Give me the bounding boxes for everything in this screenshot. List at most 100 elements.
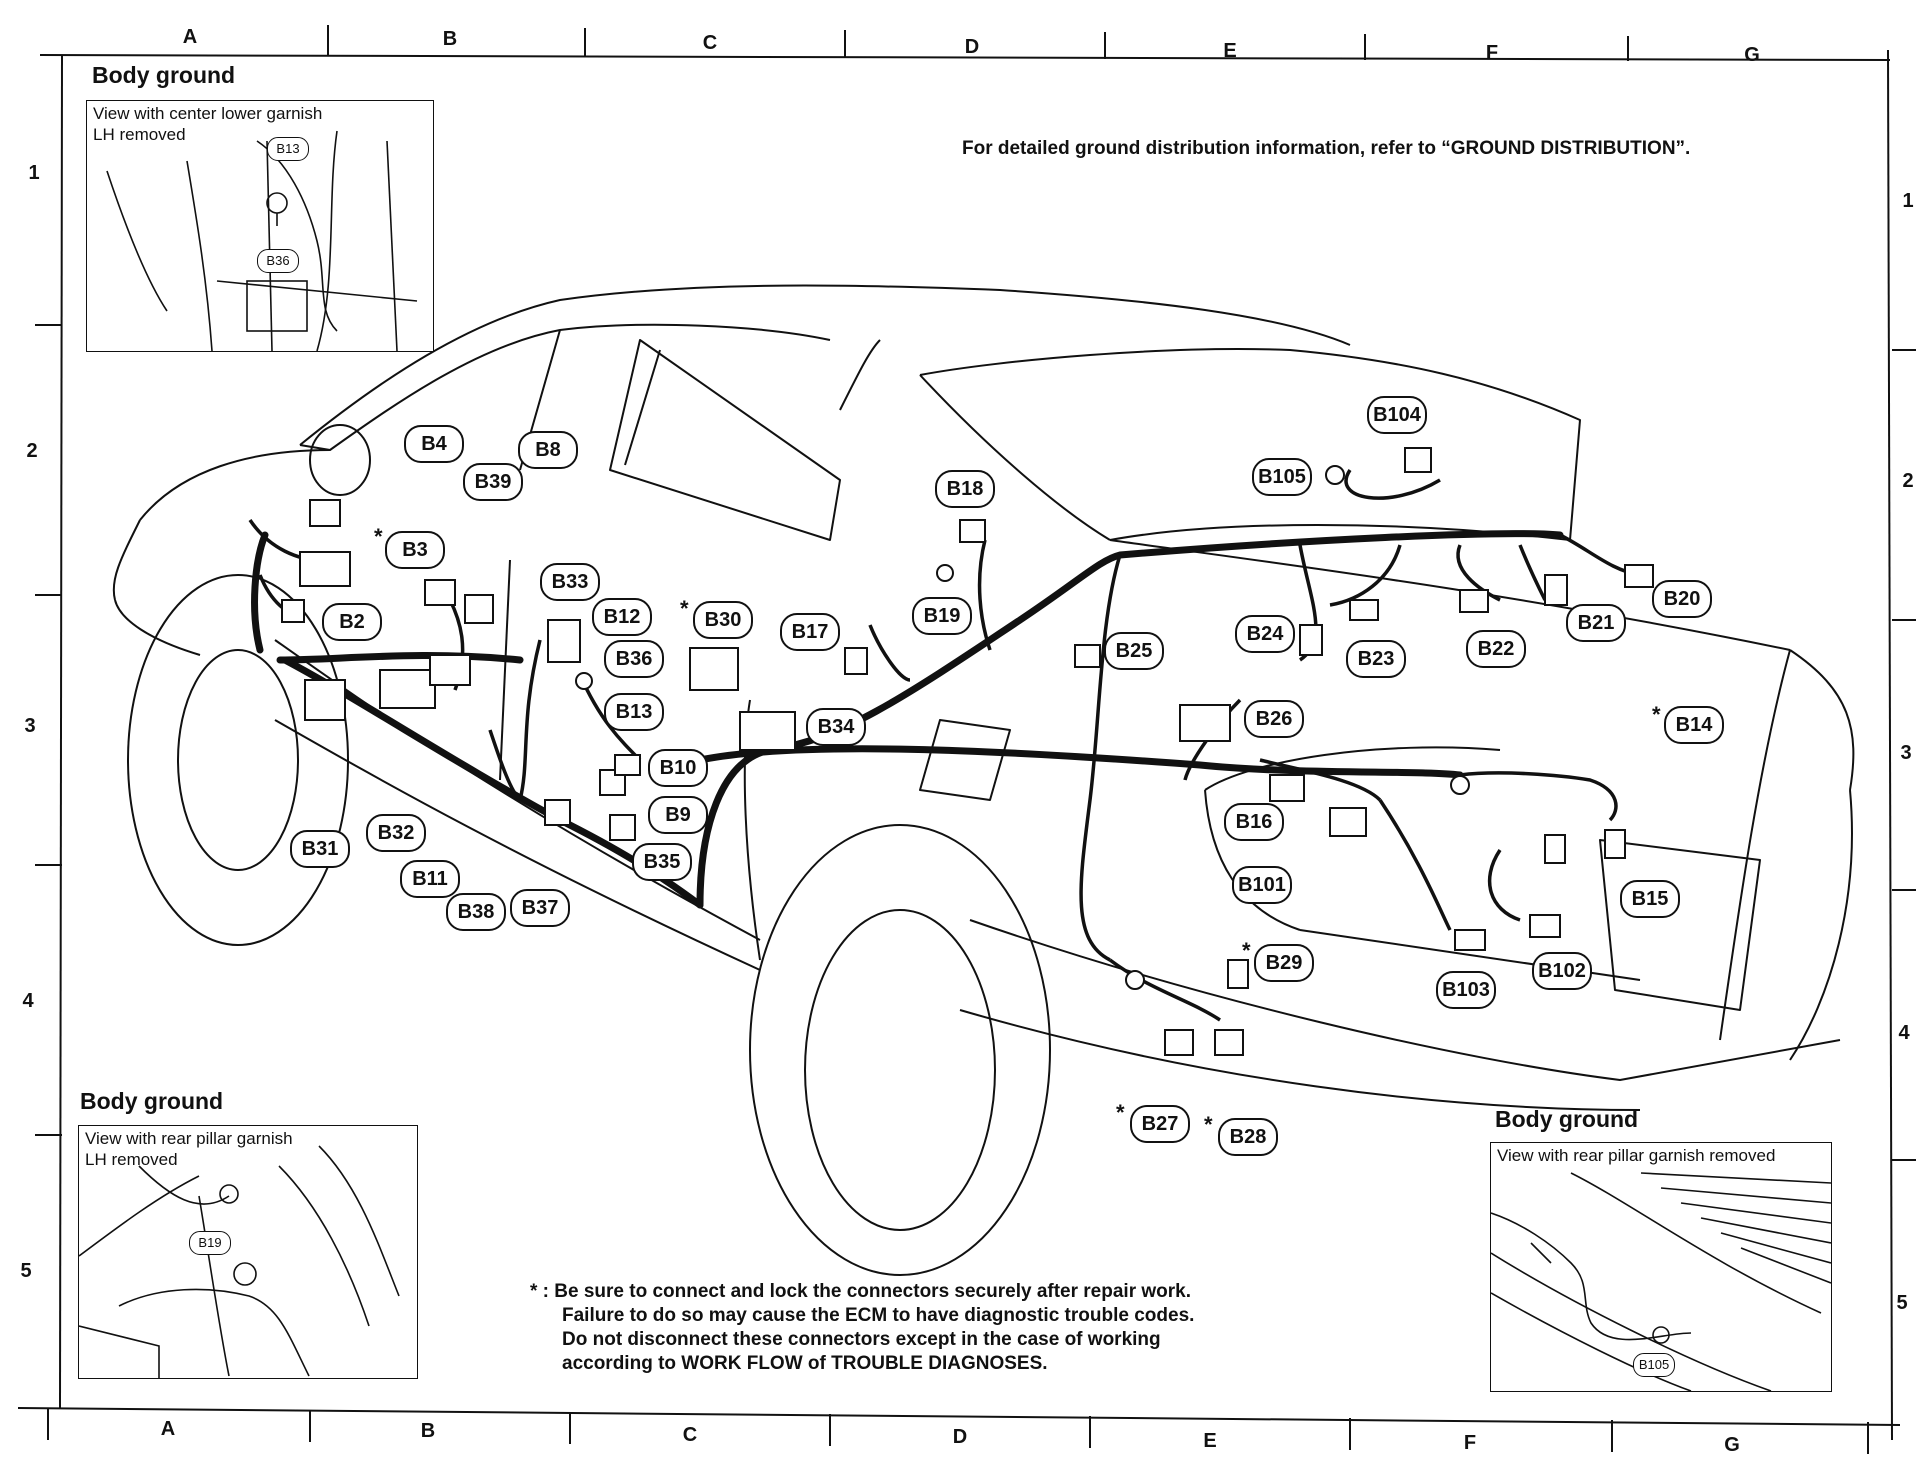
star-b28: * (1204, 1112, 1213, 1137)
connector-b17: B17 (780, 613, 840, 651)
connector-b104: B104 (1367, 396, 1427, 434)
inset-bottom-right-caption: View with rear pillar garnish removed (1497, 1145, 1775, 1166)
grid-col-a: A (182, 26, 198, 48)
connector-b34: B34 (806, 708, 866, 746)
inset-bottom-left-label-b19: B19 (189, 1231, 231, 1255)
inset-top-left-title: Body ground (92, 62, 236, 88)
grid-row-1-right: 1 (1902, 190, 1914, 212)
inset-bottom-left-caption: View with rear pillar garnish LH removed (85, 1128, 293, 1170)
caution-line2: Failure to do so may cause the ECM to ha… (562, 1305, 1195, 1326)
connector-b13: B13 (604, 693, 664, 731)
grid-col-g: G (1744, 44, 1760, 66)
connector-b15: B15 (1620, 880, 1680, 918)
connector-b8: B8 (518, 431, 578, 469)
connector-b21: B21 (1566, 604, 1626, 642)
inset-bottom-right-title: Body ground (1495, 1106, 1639, 1132)
connector-b20: B20 (1652, 580, 1712, 618)
connector-b30: B30 (693, 601, 753, 639)
inset-top-left: View with center lower garnish LH remove… (86, 100, 434, 352)
grid-col-b-bottom: B (420, 1420, 436, 1442)
connector-b39: B39 (463, 463, 523, 501)
inset-bottom-right-drawing (1491, 1172, 1831, 1391)
caution-line3: Do not disconnect these connectors excep… (562, 1329, 1161, 1350)
connector-b3: B3 (385, 531, 445, 569)
connector-b29: B29 (1254, 944, 1314, 982)
caution-marker: * : (530, 1281, 549, 1302)
inset-top-left-label-b13: B13 (267, 137, 309, 161)
caution-note: * : Be sure to connect and lock the conn… (530, 1280, 1194, 1376)
grid-row-5: 5 (20, 1260, 32, 1282)
connector-b9: B9 (648, 796, 708, 834)
connector-b32: B32 (366, 814, 426, 852)
grid-row-3: 3 (24, 715, 36, 737)
connector-b2: B2 (322, 603, 382, 641)
grid-col-a-bottom: A (160, 1418, 176, 1440)
grid-col-f-bottom: F (1463, 1432, 1477, 1454)
caution-line1: Be sure to connect and lock the connecto… (554, 1281, 1191, 1302)
grid-col-d: D (964, 36, 980, 58)
connector-b37: B37 (510, 889, 570, 927)
connector-b25: B25 (1104, 632, 1164, 670)
connector-b22: B22 (1466, 630, 1526, 668)
connector-b35: B35 (632, 843, 692, 881)
inset-bottom-left: View with rear pillar garnish LH removed… (78, 1125, 418, 1379)
grid-col-d-bottom: D (952, 1426, 968, 1448)
connector-b105: B105 (1252, 458, 1312, 496)
grid-row-3-right: 3 (1900, 742, 1912, 764)
grid-col-c: C (702, 32, 718, 54)
connector-b28: B28 (1218, 1118, 1278, 1156)
connector-b27: B27 (1130, 1105, 1190, 1143)
connector-b26: B26 (1244, 700, 1304, 738)
star-b14: * (1652, 702, 1661, 727)
connector-b38: B38 (446, 893, 506, 931)
grid-col-g-bottom: G (1724, 1434, 1740, 1456)
connector-b101: B101 (1232, 866, 1292, 904)
connector-b19: B19 (912, 597, 972, 635)
grid-row-4: 4 (22, 990, 34, 1012)
caution-line4: according to WORK FLOW of TROUBLE DIAGNO… (562, 1353, 1048, 1374)
grid-row-5-right: 5 (1896, 1292, 1908, 1314)
connector-b36: B36 (604, 640, 664, 678)
connector-b23: B23 (1346, 640, 1406, 678)
connector-b33: B33 (540, 563, 600, 601)
star-b29: * (1242, 938, 1251, 963)
grid-row-4-right: 4 (1898, 1022, 1910, 1044)
connector-b31: B31 (290, 830, 350, 868)
star-b3: * (374, 524, 383, 549)
inset-bottom-right-label-b105: B105 (1633, 1353, 1675, 1377)
grid-col-e: E (1223, 40, 1237, 62)
star-b27: * (1116, 1100, 1125, 1125)
connector-b10: B10 (648, 749, 708, 787)
connector-b18: B18 (935, 470, 995, 508)
connector-b24: B24 (1235, 615, 1295, 653)
grid-row-1: 1 (28, 162, 40, 184)
inset-bottom-right: View with rear pillar garnish removed B1… (1490, 1142, 1832, 1392)
grid-row-2-right: 2 (1902, 470, 1914, 492)
grid-col-e-bottom: E (1203, 1430, 1217, 1452)
connector-b12: B12 (592, 598, 652, 636)
grid-col-f: F (1485, 42, 1499, 64)
star-b30: * (680, 596, 689, 621)
inset-bottom-left-drawing (79, 1145, 400, 1378)
inset-top-left-caption-line1: View with center lower garnish (93, 104, 323, 123)
ground-distribution-note: For detailed ground distribution informa… (962, 138, 1691, 159)
inset-bottom-left-caption-line1: View with rear pillar garnish (85, 1129, 293, 1148)
connector-b14: B14 (1664, 706, 1724, 744)
inset-top-left-drawing (106, 130, 418, 351)
inset-bottom-left-caption-line2: LH removed (85, 1150, 178, 1169)
grid-col-b: B (442, 28, 458, 50)
inset-bottom-left-title: Body ground (80, 1088, 224, 1114)
inset-top-left-caption: View with center lower garnish LH remove… (93, 103, 322, 145)
grid-col-c-bottom: C (682, 1424, 698, 1446)
inset-top-left-label-b36: B36 (257, 249, 299, 273)
grid-row-2: 2 (26, 440, 38, 462)
connector-b102: B102 (1532, 952, 1592, 990)
inset-top-left-caption-line2: LH removed (93, 125, 186, 144)
connector-b103: B103 (1436, 971, 1496, 1009)
connector-b16: B16 (1224, 803, 1284, 841)
inset-bottom-right-caption-line1: View with rear pillar garnish removed (1497, 1146, 1776, 1165)
connector-b11: B11 (400, 860, 460, 898)
connector-b4: B4 (404, 425, 464, 463)
